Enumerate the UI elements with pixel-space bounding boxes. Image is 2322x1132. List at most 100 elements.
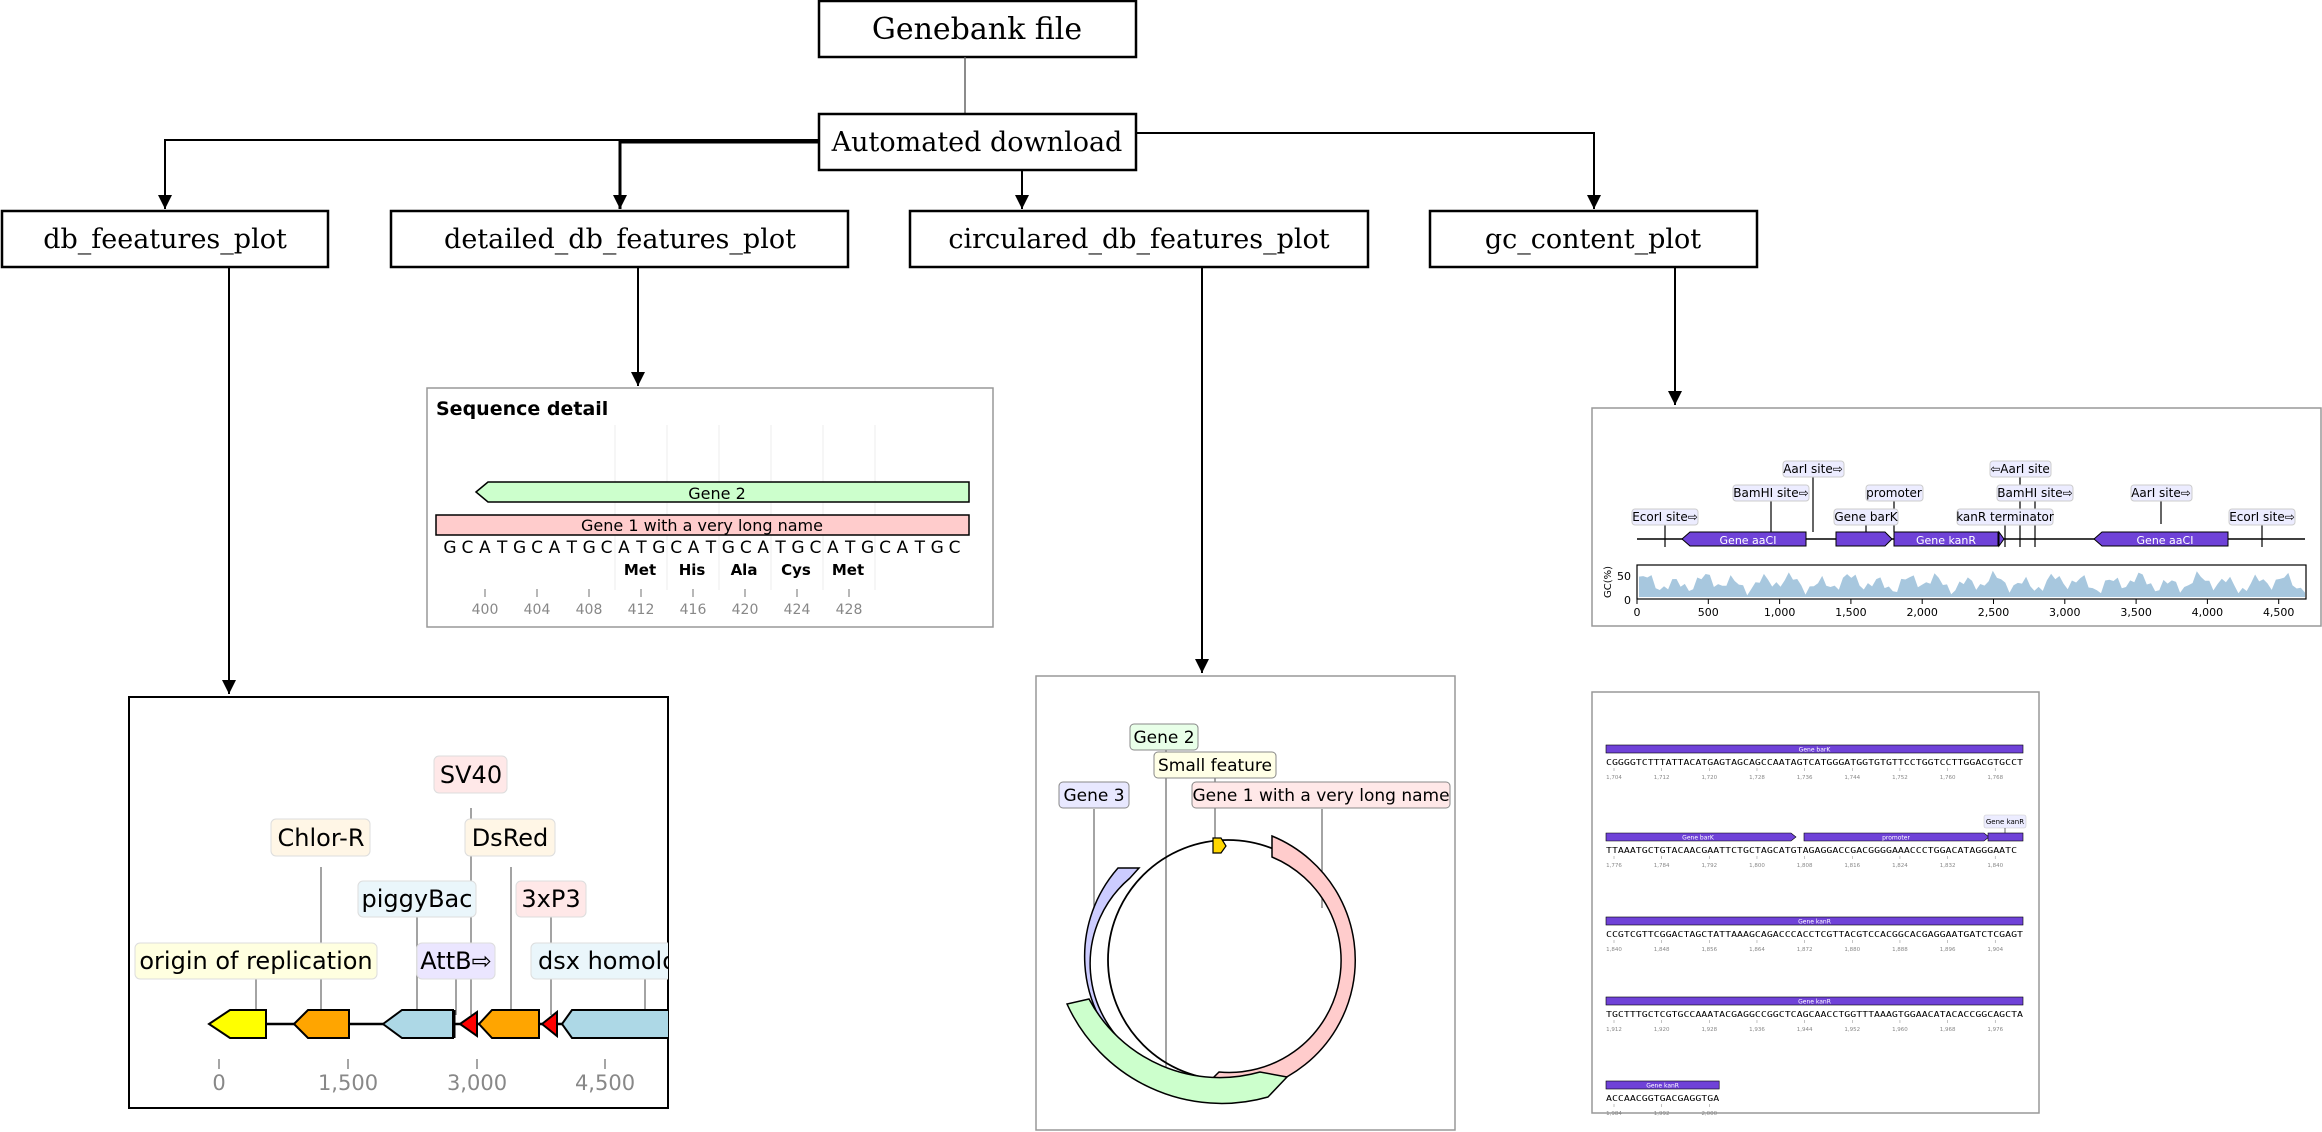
node-detailed-plot: detailed_db_features_plot (389, 209, 850, 269)
gc-ytick-0: 0 (1624, 594, 1631, 607)
row-feature-label: Gene kanR (1798, 919, 1831, 926)
circ-label-small: Small feature (1158, 756, 1272, 776)
row-tick-label: 1,880 (1844, 947, 1860, 953)
row-tick-label: 1,720 (1701, 775, 1717, 781)
seq-letter: T (914, 538, 926, 558)
row-feature-label: Gene kanR (1646, 1083, 1679, 1090)
linear-tick-3000: 3,000 (447, 1071, 507, 1095)
gc-ytick-50: 50 (1617, 570, 1631, 583)
row-sequence: CCGTCGTTCGGACTAGCTATTAAAGCAGACCCACCTCGTT… (1606, 929, 2023, 939)
row-tick-label: 1,968 (1940, 1027, 1956, 1033)
row-tick-label: 1,960 (1892, 1027, 1908, 1033)
row-tick-label: 1,992 (1654, 1111, 1670, 1117)
amino-acid: Met (832, 561, 864, 579)
gc-site-ecori-2: EcorI site⇨ (2229, 510, 2295, 524)
flowchart: Genebank file Automated download db_feea… (0, 0, 1759, 694)
amino-acid: Met (624, 561, 656, 579)
seq-gene2-arrow (474, 481, 970, 503)
seq-tick-label: 408 (576, 602, 603, 618)
seq-letter: T (774, 538, 786, 558)
seq-letter: A (897, 538, 909, 558)
row-tick-label: 2,000 (1701, 1111, 1717, 1117)
seq-letter: C (949, 538, 961, 558)
label-dsx: dsx homolo (538, 947, 677, 975)
row-tick-label: 1,784 (1654, 863, 1670, 869)
row-feature-bar (1605, 744, 2024, 754)
circ-label-gene1: Gene 1 with a very long name (1192, 786, 1449, 806)
gc-gene-aaci-2-label: Gene aaCI (2137, 534, 2194, 547)
label-dsred: DsRed (472, 824, 549, 852)
row-tick-label: 1,744 (1844, 775, 1860, 781)
seq-letter: A (549, 538, 561, 558)
label-piggybac: piggyBac (362, 885, 473, 913)
seq-tick-label: 416 (680, 602, 707, 618)
seq-gene1-label: Gene 1 with a very long name (581, 516, 823, 535)
row-tick-label: 1,952 (1844, 1027, 1860, 1033)
gc-site-aari-2: ⇦AarI site (1990, 462, 2050, 476)
gc-gene-kanr-label: Gene kanR (1916, 534, 1976, 547)
seq-tick-label: 412 (628, 602, 655, 618)
seq-letter: A (618, 538, 630, 558)
gc-xtick-label: 3,500 (2120, 606, 2152, 619)
row-tick-label: 1,872 (1797, 947, 1813, 953)
row-tick-label: 1,840 (1606, 947, 1622, 953)
row-tick-label: 1,752 (1892, 775, 1908, 781)
gc-site-aari-1: AarI site⇨ (1783, 462, 1843, 476)
row-feature-bar (1803, 832, 1990, 842)
gc-xtick-label: 4,000 (2192, 606, 2224, 619)
row-tick-label: 1,904 (1987, 947, 2003, 953)
sequence-detail-title: Sequence detail (436, 398, 608, 420)
gc-xtick-label: 1,000 (1764, 606, 1796, 619)
row-tick-label: 1,928 (1701, 1027, 1717, 1033)
seq-letter: C (601, 538, 613, 558)
row-tick-label: 1,936 (1749, 1027, 1765, 1033)
gc-site-ecori-1: EcorI site⇨ (1632, 510, 1698, 524)
row-feature-label: Gene kanR (1798, 999, 1831, 1006)
root-node: Genebank file (817, 0, 1138, 59)
seq-gene1-bar (435, 514, 970, 536)
node-detailed-label: detailed_db_features_plot (444, 224, 796, 255)
row-tick-label: 1,856 (1701, 947, 1717, 953)
gc-gene-aaci-1-label: Gene aaCI (1720, 534, 1777, 547)
row-tick-label: 1,800 (1749, 863, 1765, 869)
gc-site-aari-3: AarI site⇨ (2131, 486, 2191, 500)
row-tick-label: 1,840 (1987, 863, 2003, 869)
row-tick-label: 1,704 (1606, 775, 1622, 781)
row-tick-label: 1,736 (1797, 775, 1813, 781)
node-circular-label: circulared_db_features_plot (948, 224, 1329, 255)
node-circular-plot: circulared_db_features_plot (908, 209, 1370, 269)
seq-tick-label: 404 (524, 602, 551, 618)
gc-site-genebark: Gene barK (1834, 510, 1898, 524)
row-feature-label: promoter (1882, 835, 1910, 842)
label-origin: origin of replication (139, 947, 372, 975)
circ-label-gene2: Gene 2 (1133, 728, 1194, 748)
seq-letter: G (652, 538, 665, 558)
seq-tick-label: 424 (784, 602, 811, 618)
row-tick-label: 1,768 (1987, 775, 2003, 781)
seq-letter: T (566, 538, 578, 558)
row-tick-label: 1,864 (1749, 947, 1765, 953)
row-tick-label: 1,848 (1654, 947, 1670, 953)
row-sequence: CGGGGTCTTTATTACATGAGTAGCAGCCAATAGTCATGGG… (1606, 757, 2023, 767)
gc-gene-aaci-1 (1681, 531, 1807, 547)
circular-gene2 (1065, 998, 1289, 1105)
node-db-features-label: db_feeatures_plot (43, 224, 287, 255)
label-attb: AttB⇨ (420, 947, 491, 975)
circ-label-gene3: Gene 3 (1063, 786, 1124, 806)
feature-origin (207, 1009, 267, 1039)
row-tick-label: 1,888 (1892, 947, 1908, 953)
label-3xp3: 3xP3 (521, 885, 580, 913)
seq-letter: T (844, 538, 856, 558)
sequence-detail-panel: Sequence detail Gene 2 Gene 1 with a ver… (426, 387, 994, 628)
seq-letter: A (479, 538, 491, 558)
gc-xtick-label: 2,500 (1978, 606, 2010, 619)
seq-letter: C (809, 538, 821, 558)
label-chlor-r: Chlor-R (278, 824, 365, 852)
arrow-to-detailed (613, 140, 819, 209)
row-tick-label: 1,792 (1701, 863, 1717, 869)
